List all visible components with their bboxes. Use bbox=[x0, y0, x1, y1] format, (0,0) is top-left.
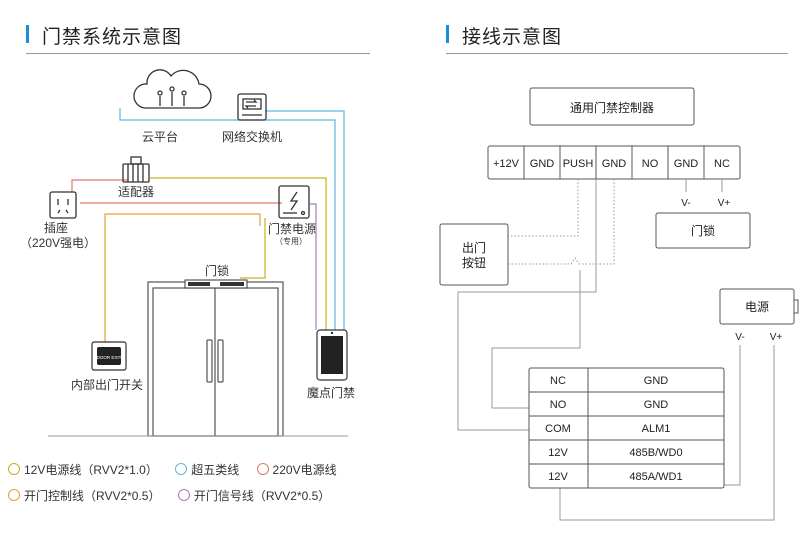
left-section-title: 门禁系统示意图 bbox=[26, 22, 183, 49]
legend-label: 220V电源线 bbox=[272, 463, 337, 477]
wire-push-exit bbox=[508, 179, 579, 237]
cloud-icon bbox=[133, 69, 212, 109]
title-accent-bar bbox=[26, 25, 29, 43]
face-terminal-icon bbox=[316, 329, 348, 381]
switch-label: 网络交换机 bbox=[222, 129, 282, 144]
wire-open-signal bbox=[310, 203, 317, 330]
lock-label: 门锁 bbox=[205, 263, 229, 278]
table-row-4-right: 485A/WD1 bbox=[629, 471, 682, 483]
wire-gnd-no bbox=[457, 179, 597, 431]
socket-label: 插座 bbox=[44, 220, 68, 235]
right-section-title: 接线示意图 bbox=[446, 22, 563, 49]
cloud-label: 云平台 bbox=[142, 129, 178, 144]
legend-item-cat5: 超五类线 bbox=[175, 461, 239, 478]
legend-item-open-ctrl: 开门控制线（RVV2*0.5） bbox=[8, 487, 160, 504]
lock-pin-v-minus: V- bbox=[681, 198, 690, 209]
table-row-1-right: GND bbox=[644, 399, 669, 411]
left-title-rule bbox=[26, 53, 370, 54]
table-row-4-left: 12V bbox=[548, 471, 568, 483]
legend-dot bbox=[8, 463, 20, 475]
legend-row-2: 开门控制线（RVV2*0.5） 开门信号线（RVV2*0.5） bbox=[8, 487, 344, 504]
wire-power-vplus bbox=[559, 345, 775, 521]
exit-button-box bbox=[439, 223, 509, 286]
exit-plate-text: DOOR EXIT bbox=[97, 355, 122, 360]
terminal-strip bbox=[487, 145, 741, 180]
exit-switch-icon bbox=[91, 341, 127, 371]
access-control-system-diagram: 云平台 网络交换机 适配器 插座 （220V强电） 门禁电源 （专用） bbox=[20, 69, 355, 437]
socket-sublabel: （220V强电） bbox=[20, 236, 96, 250]
right-title-text: 接线示意图 bbox=[462, 27, 563, 48]
table-row-2-left: COM bbox=[545, 423, 571, 435]
exit-button-label-1: 出门 bbox=[462, 240, 486, 255]
wire-push-com bbox=[491, 270, 581, 409]
wiring-diagram: 通用门禁控制器 +12V GND PUSH GND NO GND NC V- V… bbox=[439, 87, 799, 521]
terminal-no: NO bbox=[642, 158, 659, 170]
wire-12v-adapter bbox=[150, 177, 327, 330]
terminal-gnd-1: GND bbox=[530, 158, 555, 170]
terminal-push: PUSH bbox=[563, 158, 594, 170]
title-accent-bar bbox=[446, 25, 449, 43]
power-supply-icon bbox=[278, 185, 310, 219]
legend-label: 超五类线 bbox=[191, 463, 240, 477]
wire-cat5-switch bbox=[265, 110, 345, 330]
terminal-label: 魔点门禁 bbox=[307, 385, 355, 400]
legend-dot bbox=[177, 489, 190, 501]
legend-dot bbox=[8, 489, 20, 501]
socket-icon bbox=[49, 191, 77, 219]
power-supply-label: 门禁电源 bbox=[268, 221, 316, 236]
wire-cat5-cloud bbox=[119, 108, 336, 330]
adapter-label: 适配器 bbox=[118, 185, 154, 199]
exit-button-label-2: 按钮 bbox=[462, 255, 486, 270]
power-supply-box bbox=[719, 288, 799, 325]
lock-icon bbox=[184, 279, 248, 289]
table-row-0-right: GND bbox=[644, 375, 669, 387]
power-pin-v-plus: V+ bbox=[770, 332, 783, 343]
terminal-gnd-3: GND bbox=[674, 158, 699, 170]
controller-label: 通用门禁控制器 bbox=[570, 100, 654, 115]
table-row-3-left: 12V bbox=[548, 447, 568, 459]
wire-gnd-exit bbox=[508, 179, 615, 265]
controller-box bbox=[529, 87, 695, 126]
table-row-2-right: ALM1 bbox=[642, 423, 671, 435]
power-supply-sublabel: （专用） bbox=[275, 236, 307, 246]
legend-label: 开门信号线（RVV2*0.5） bbox=[193, 489, 331, 503]
terminal-nc: NC bbox=[714, 158, 730, 170]
wire-220v-adapter bbox=[71, 179, 128, 192]
wire-12v-lock bbox=[240, 218, 266, 279]
legend-row-1: 12V电源线（RVV2*1.0） 超五类线 220V电源线 bbox=[8, 461, 351, 478]
left-title-text: 门禁系统示意图 bbox=[42, 27, 183, 48]
table-row-0-left: NC bbox=[550, 375, 566, 387]
network-switch-icon bbox=[237, 93, 267, 121]
wire-power-vminus bbox=[724, 345, 741, 486]
table-row-3-right: 485B/WD0 bbox=[629, 447, 682, 459]
legend-item-220v: 220V电源线 bbox=[256, 461, 337, 478]
lock-box-label: 门锁 bbox=[691, 223, 715, 238]
adapter-icon bbox=[122, 156, 150, 183]
lock-box bbox=[655, 212, 751, 249]
power-supply-label: 电源 bbox=[745, 300, 769, 314]
legend-item-open-sig: 开门信号线（RVV2*0.5） bbox=[177, 487, 331, 504]
terminal-gnd-2: GND bbox=[602, 158, 627, 170]
legend-dot bbox=[256, 463, 269, 475]
table-row-1-left: NO bbox=[550, 399, 567, 411]
door-icon bbox=[147, 281, 284, 437]
lock-pin-v-plus: V+ bbox=[718, 198, 731, 209]
wire-open-ctrl bbox=[104, 213, 261, 342]
power-pin-v-minus: V- bbox=[735, 332, 744, 343]
right-title-rule bbox=[446, 53, 788, 54]
legend-label: 开门控制线（RVV2*0.5） bbox=[24, 489, 161, 503]
legend-item-12v: 12V电源线（RVV2*1.0） bbox=[8, 461, 158, 478]
legend-label: 12V电源线（RVV2*1.0） bbox=[24, 463, 158, 477]
legend-dot bbox=[175, 463, 188, 475]
exit-switch-label: 内部出门开关 bbox=[71, 377, 143, 392]
terminal-12v: +12V bbox=[493, 158, 520, 170]
pin-table bbox=[528, 367, 725, 489]
